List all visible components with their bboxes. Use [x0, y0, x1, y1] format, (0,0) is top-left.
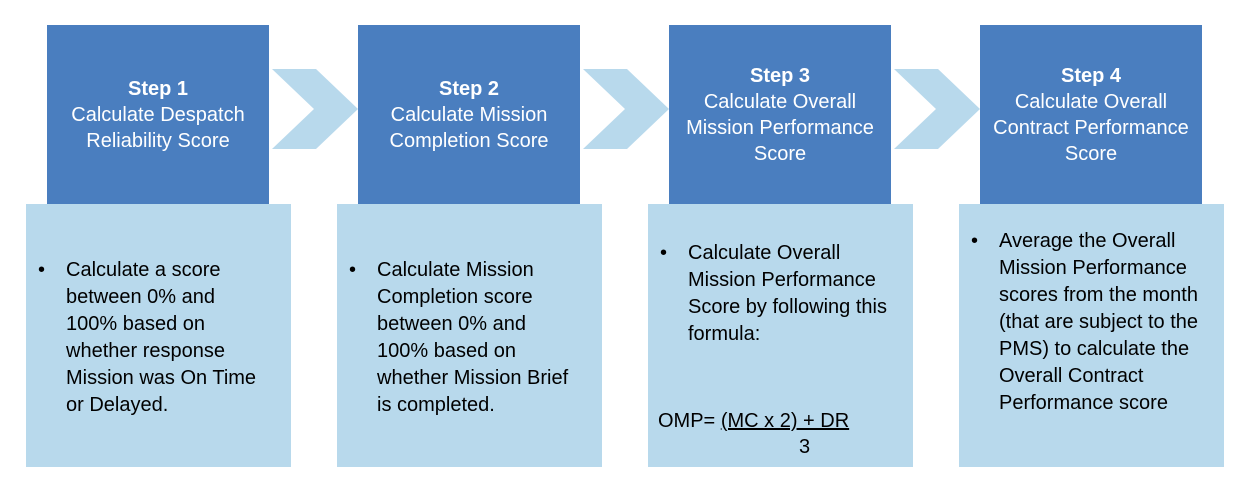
- omp-formula: OMP= (MC x 2) + DR 3: [658, 408, 850, 458]
- bullet-icon: •: [660, 242, 668, 264]
- bullet-icon: •: [38, 259, 46, 281]
- step-2-bullet-item: • Calculate Mission Completion score bet…: [337, 257, 602, 419]
- step-4-bullet-item: • Average the Overall Mission Performanc…: [959, 228, 1224, 417]
- step-3-description: Calculate Overall Mission Performance Sc…: [686, 90, 874, 165]
- step-4-panel: • Average the Overall Mission Performanc…: [959, 204, 1224, 467]
- step-3-title: Step 3: [749, 64, 811, 87]
- step-2-bullet-text: Calculate Mission Completion score betwe…: [377, 259, 569, 416]
- chevron-right-icon: [272, 69, 358, 149]
- step-2-title: Step 2: [438, 77, 500, 100]
- bullet-icon: •: [349, 259, 357, 281]
- step-2-description: Calculate Mission Completion Score: [389, 103, 549, 152]
- step-1-description: Calculate Despatch Reliability Score: [71, 103, 245, 152]
- step-3-panel: • Calculate Overall Mission Performance …: [648, 204, 913, 467]
- step-1-title: Step 1: [127, 77, 189, 100]
- step-3-header: Step 3 Calculate Overall Mission Perform…: [669, 25, 891, 204]
- bullet-icon: •: [971, 230, 979, 252]
- step-4-description: Calculate Overall Contract Performance S…: [993, 90, 1189, 165]
- step-2-panel: • Calculate Mission Completion score bet…: [337, 204, 602, 467]
- step-1-panel: • Calculate a score between 0% and 100% …: [26, 204, 291, 467]
- formula-denominator: 3: [799, 436, 811, 458]
- chevron-right-icon: [894, 69, 980, 149]
- step-4-bullet-text: Average the Overall Mission Performance …: [999, 230, 1199, 414]
- step-3-bullet-item: • Calculate Overall Mission Performance …: [648, 240, 913, 348]
- step-2-header: Step 2 Calculate Mission Completion Scor…: [358, 25, 580, 204]
- step-4-title: Step 4: [1060, 64, 1122, 87]
- formula-label: OMP=: [658, 410, 716, 432]
- step-3-bullet-text: Calculate Overall Mission Performance Sc…: [688, 242, 887, 345]
- step-1-bullet-item: • Calculate a score between 0% and 100% …: [26, 257, 291, 419]
- chevron-right-icon: [583, 69, 669, 149]
- formula-numerator: (MC x 2) + DR: [720, 410, 850, 432]
- step-1-bullet-text: Calculate a score between 0% and 100% ba…: [66, 259, 257, 416]
- step-1-header: Step 1 Calculate Despatch Reliability Sc…: [47, 25, 269, 204]
- step-4-header: Step 4 Calculate Overall Contract Perfor…: [980, 25, 1202, 204]
